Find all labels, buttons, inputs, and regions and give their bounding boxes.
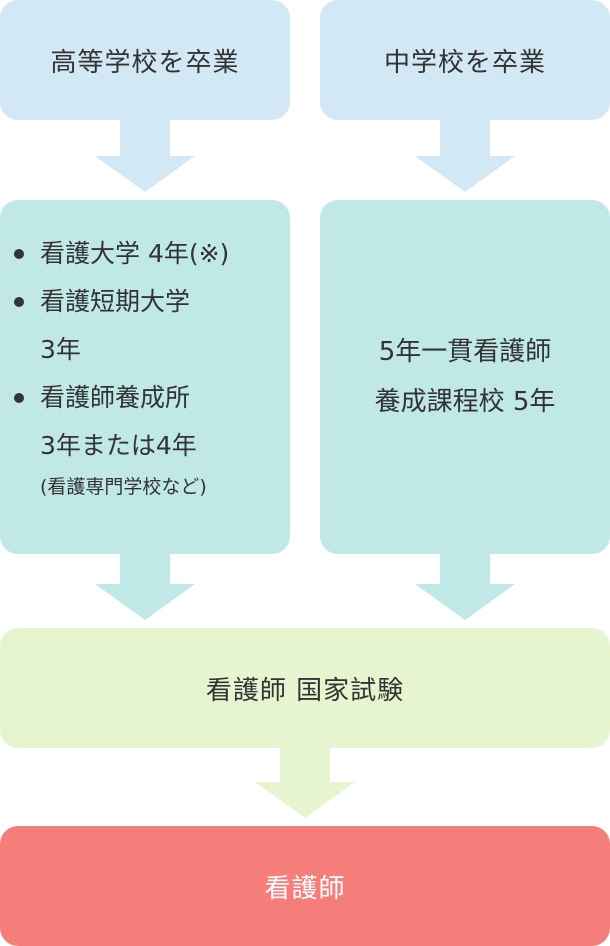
national-exam-box: 看護師 国家試験 [0,628,610,748]
five-year-line1: 5年一貫看護師 [378,337,552,367]
options-list: 看護大学 4年(※) 看護短期大学 3年 看護師養成所 3年または4年 (看護専… [12,230,229,504]
arrow-hs-to-options [95,120,195,192]
option-item: 看護師養成所 3年または4年 (看護専門学校など) [12,374,229,504]
arrow-five-year-to-exam [415,554,515,620]
nurse-box: 看護師 [0,826,610,946]
arrow-exam-to-nurse [255,748,355,818]
junior-high-box: 中学校を卒業 [320,0,610,120]
five-year-box: 5年一貫看護師 養成課程校 5年 [320,200,610,554]
arrow-options-to-exam [95,554,195,620]
option-main: 看護短期大学 [40,287,191,316]
option-main: 看護大学 4年(※) [40,239,230,268]
option-sub: 3年 [40,335,81,364]
junior-high-label: 中学校を卒業 [383,47,546,78]
option-main: 看護師養成所 [40,383,191,412]
five-year-text: 5年一貫看護師 養成課程校 5年 [375,327,556,427]
national-exam-label: 看護師 国家試験 [205,675,405,706]
option-item: 看護短期大学 3年 [12,278,229,374]
nurse-label: 看護師 [264,873,346,904]
option-note: (看護専門学校など) [40,476,207,498]
five-year-line2: 養成課程校 5年 [374,387,556,417]
option-item: 看護大学 4年(※) [12,230,229,278]
high-school-box: 高等学校を卒業 [0,0,290,120]
arrow-jhs-to-five-year [415,120,515,192]
high-school-label: 高等学校を卒業 [50,47,240,78]
options-box: 看護大学 4年(※) 看護短期大学 3年 看護師養成所 3年または4年 (看護専… [0,200,290,554]
option-sub: 3年または4年 [40,431,197,460]
